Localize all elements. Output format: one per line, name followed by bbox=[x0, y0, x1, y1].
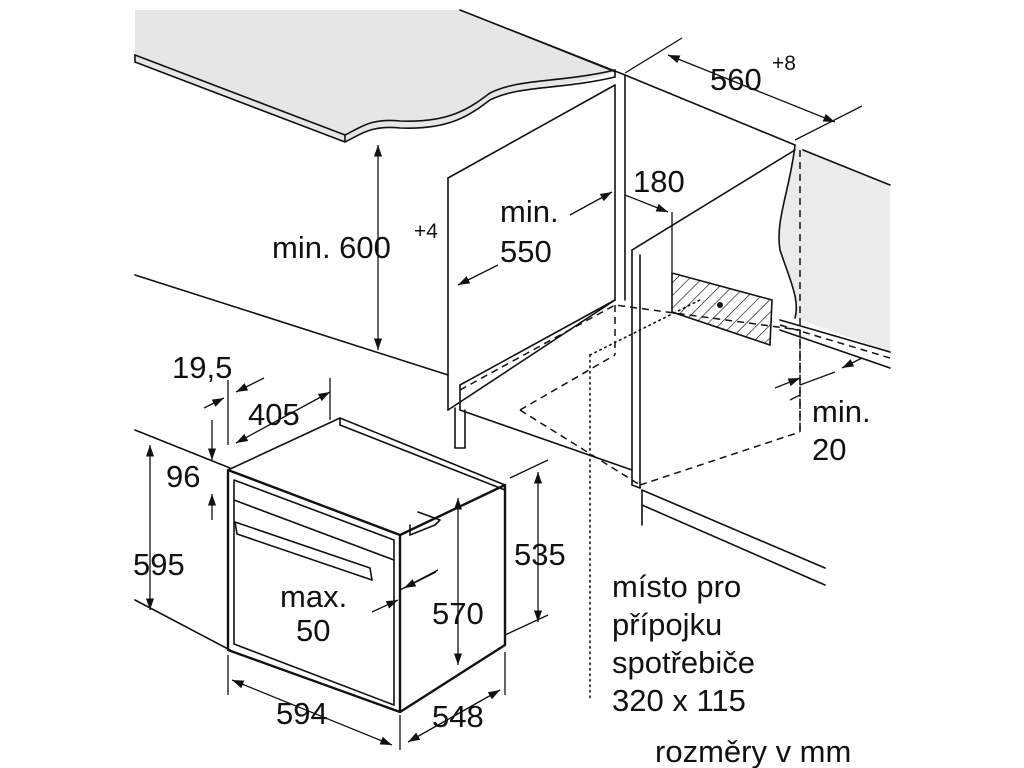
label-19-5: 19,5 bbox=[172, 350, 232, 385]
label-560: 560 bbox=[710, 62, 762, 97]
label-595: 595 bbox=[133, 547, 185, 582]
label-594: 594 bbox=[276, 696, 328, 731]
label-connection-line4: 320 x 115 bbox=[612, 683, 746, 718]
label-535: 535 bbox=[514, 537, 566, 572]
dimension-labels: 560 +8 180 min. 550 min. 600 +4 19,5 405… bbox=[133, 52, 871, 768]
dimension-lines bbox=[145, 37, 863, 750]
label-max-prefix: max. bbox=[280, 579, 347, 614]
label-min-600: min. 600 bbox=[272, 230, 391, 265]
label-min-20-prefix: min. bbox=[812, 394, 871, 429]
side-wall-right bbox=[778, 144, 891, 432]
countertop bbox=[134, 9, 616, 143]
label-96: 96 bbox=[166, 459, 200, 494]
connection-area bbox=[589, 271, 773, 701]
label-min-20-value: 20 bbox=[812, 432, 846, 467]
label-560-tolerance: +8 bbox=[772, 52, 796, 75]
label-connection-line3: spotřebiče bbox=[612, 645, 755, 680]
label-max-value: 50 bbox=[296, 613, 330, 648]
label-570: 570 bbox=[432, 596, 484, 631]
units-note: rozměry v mm bbox=[655, 734, 851, 768]
label-min-550-prefix: min. bbox=[500, 194, 559, 229]
label-548: 548 bbox=[432, 699, 484, 734]
label-405: 405 bbox=[248, 397, 300, 432]
label-connection-line1: místo pro bbox=[612, 569, 741, 604]
oven bbox=[226, 417, 507, 714]
label-180: 180 bbox=[633, 164, 685, 199]
label-connection-line2: přípojku bbox=[612, 607, 722, 642]
label-min-550-value: 550 bbox=[500, 234, 552, 269]
label-600-tolerance: +4 bbox=[414, 220, 438, 243]
